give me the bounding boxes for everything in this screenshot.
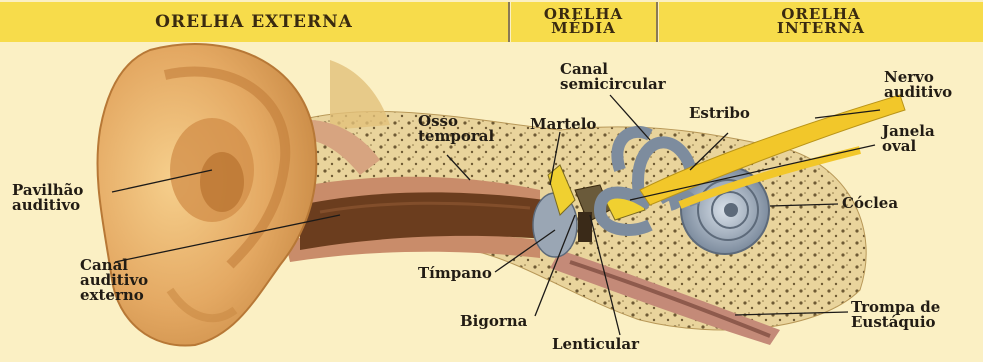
label-martelo-text: Martelo [530,117,596,132]
label-bigorna: Bigorna [460,314,527,329]
header-middle-line2: MÉDIA [511,21,656,35]
label-timpano-text: Tímpano [418,266,492,281]
label-lenticular-text: Lenticular [552,337,639,352]
label-canal-externo: Canal auditivo externo [80,258,148,303]
header-divider-right [656,2,658,42]
label-timpano: Tímpano [418,266,492,281]
label-coclea-text: Cóclea [842,196,898,211]
label-nervo-auditivo: Nervo auditivo [884,70,952,100]
label-nervo-l2: auditivo [884,85,952,100]
label-pavilhao: Pavilhão auditivo [12,183,83,213]
label-janela-oval: Janela oval [882,124,935,154]
label-osso-temporal: Osso temporal [418,114,494,144]
header-external-text: ORELHA EXTERNA [0,2,508,42]
header-divider-left [508,2,510,42]
label-canal-semicircular-l2: semicircular [560,77,666,92]
label-martelo: Martelo [530,117,596,132]
label-trompa-eustaquio: Trompa de Eustáquio [851,300,940,330]
header-middle-ear: ORELHA MÉDIA [511,2,656,42]
label-estribo-text: Estribo [689,106,750,121]
label-canal-externo-l3: externo [80,288,148,303]
label-lenticular: Lenticular [552,337,639,352]
label-pavilhao-l2: auditivo [12,198,83,213]
label-trompa-l2: Eustáquio [851,315,940,330]
label-estribo: Estribo [689,106,750,121]
label-janela-l2: oval [882,139,935,154]
label-bigorna-text: Bigorna [460,314,527,329]
label-osso-l2: temporal [418,129,494,144]
label-coclea: Cóclea [842,196,898,211]
header-internal-line2: INTERNA [659,21,983,35]
header-external-ear: ORELHA EXTERNA [0,2,508,42]
label-canal-semicircular: Canal semicircular [560,62,666,92]
header-inner-ear: ORELHA INTERNA [659,2,983,42]
